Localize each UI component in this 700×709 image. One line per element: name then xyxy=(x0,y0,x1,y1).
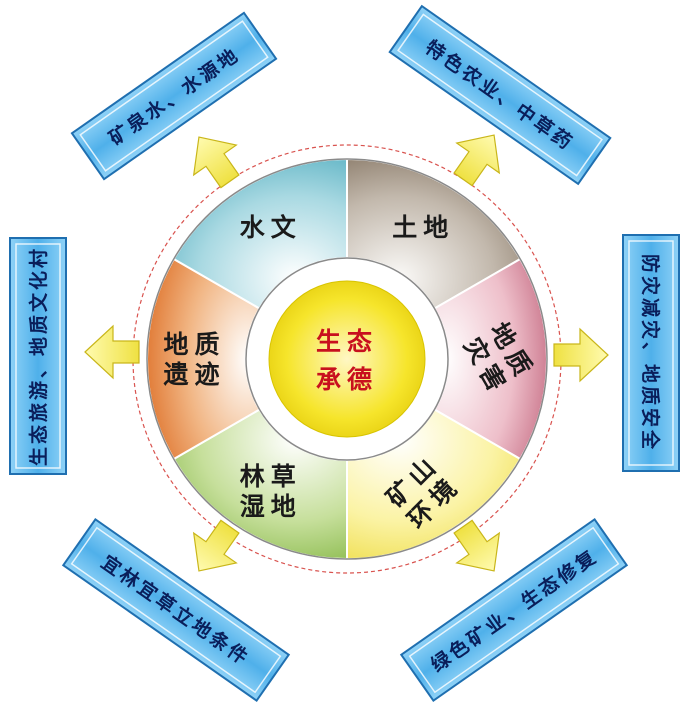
wheel-rim xyxy=(146,158,548,560)
center-label-line-1: 生态 xyxy=(316,327,378,356)
arrow-forestry-icon xyxy=(192,519,240,572)
box-safety-label: 防灾减灾、地质安全 xyxy=(639,254,662,452)
segment-label-land: 土地 xyxy=(392,213,454,242)
box-mining: 绿色矿业、生态修复 xyxy=(399,517,629,703)
box-mineral: 矿泉水、水源地 xyxy=(70,11,278,181)
arrow-agriculture-icon xyxy=(453,134,501,187)
box-tourism: 生态旅游、地质文化村 xyxy=(9,237,67,475)
box-mineral-frame xyxy=(70,11,278,181)
segment-heritage-line-2: 遗迹 xyxy=(162,360,225,389)
arrow-safety-icon xyxy=(553,327,609,383)
box-safety: 防灾减灾、地质安全 xyxy=(622,234,680,472)
segment-label-water: 水文 xyxy=(240,213,302,242)
box-mining-label: 绿色矿业、生态修复 xyxy=(427,544,602,676)
center-circle xyxy=(268,280,426,438)
box-mineral-bevel xyxy=(79,20,269,172)
segment-wetland-line-1: 林草 xyxy=(240,462,302,491)
box-mining-frame xyxy=(399,517,629,703)
segment-water-line-1: 水文 xyxy=(240,213,302,242)
box-safety-bevel xyxy=(628,240,674,466)
box-agriculture-frame xyxy=(388,4,612,186)
box-tourism-label: 生态旅游、地质文化村 xyxy=(27,246,50,466)
arrow-tourism-icon xyxy=(84,324,140,380)
box-tourism-bevel xyxy=(15,243,61,469)
segment-heritage-line-1: 地质 xyxy=(163,330,225,359)
arrows xyxy=(84,134,609,572)
box-agriculture-bevel xyxy=(397,13,603,177)
arrow-mineral-icon xyxy=(192,136,240,189)
box-forestry: 宜林宜草立地条件 xyxy=(61,517,291,703)
box-forestry-bevel xyxy=(70,526,282,694)
box-forestry-frame xyxy=(61,517,291,703)
center-label-line-2: 承德 xyxy=(316,365,378,394)
box-tourism-frame xyxy=(9,237,67,475)
box-agriculture: 特色农业、中草药 xyxy=(388,4,612,186)
box-agriculture-label: 特色农业、中草药 xyxy=(421,36,578,156)
arrow-mining-icon xyxy=(453,519,501,572)
box-safety-frame xyxy=(622,234,680,472)
segment-wetland-line-2: 湿地 xyxy=(240,492,302,521)
box-mining-bevel xyxy=(408,526,620,694)
segment-land-line-1: 土地 xyxy=(392,213,454,242)
box-forestry-label: 宜林宜草立地条件 xyxy=(97,551,254,671)
